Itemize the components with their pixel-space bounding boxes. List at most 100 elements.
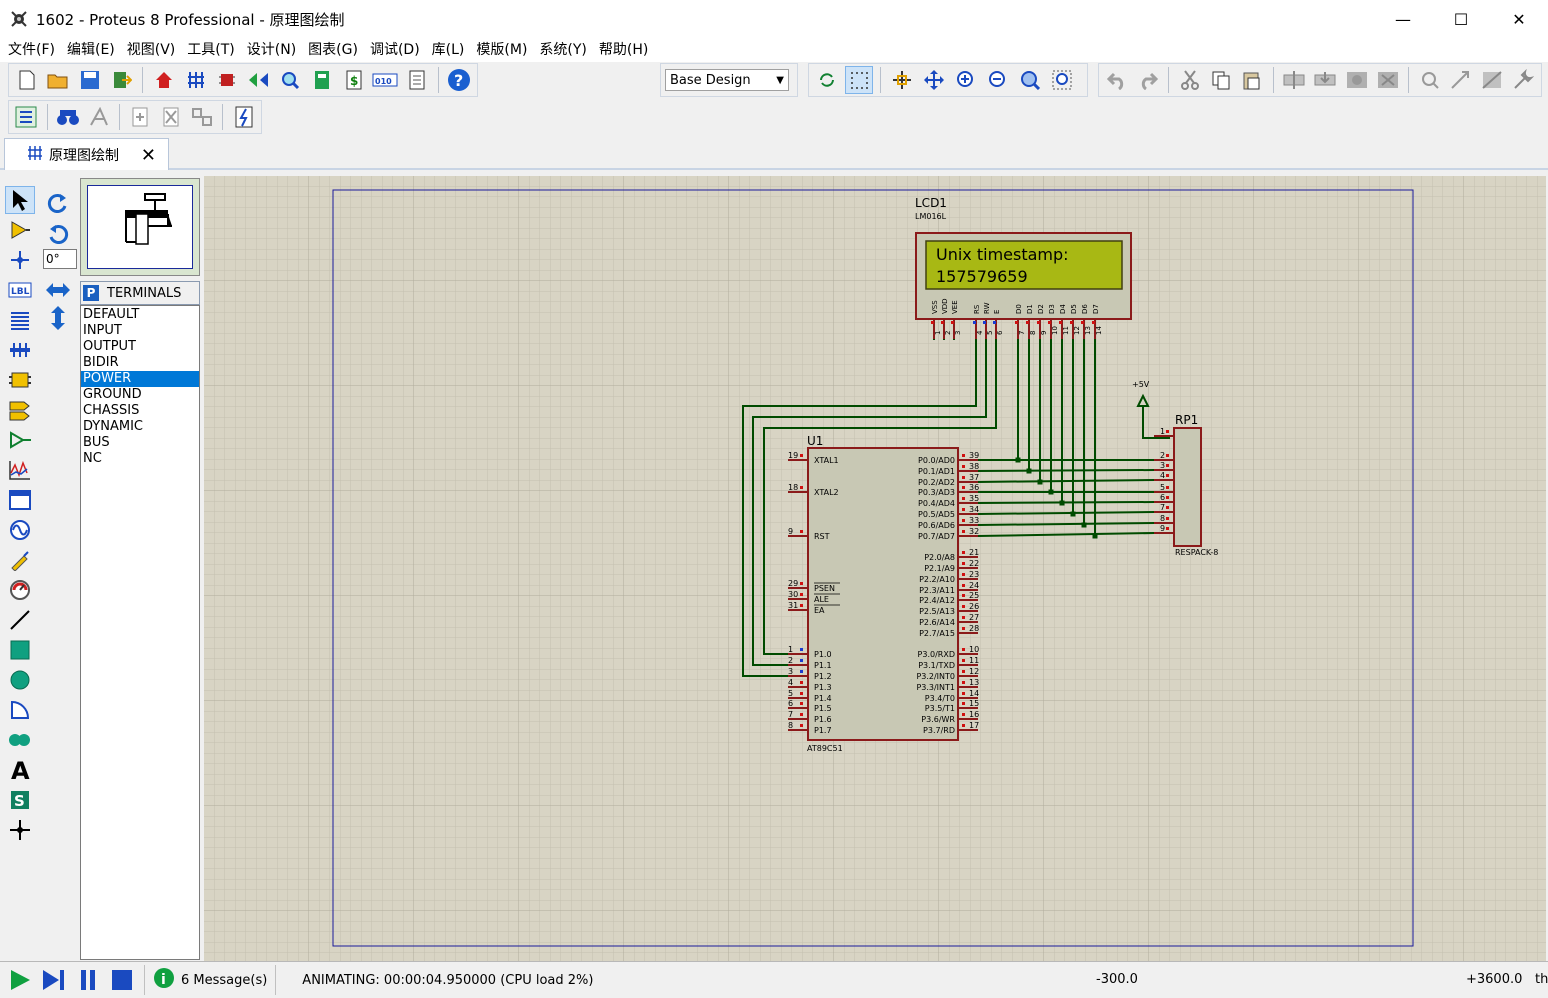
make-device-icon[interactable] [1447, 66, 1474, 94]
2d-text-mode-icon[interactable]: A [5, 756, 35, 784]
power-terminal[interactable]: +5V [1132, 380, 1170, 439]
device-pins-mode-icon[interactable] [5, 426, 35, 454]
list-item[interactable]: CHASSIS [83, 403, 140, 418]
2d-symbol-mode-icon[interactable]: S [5, 786, 35, 814]
property-assignment-icon[interactable] [85, 103, 112, 131]
rotate-clockwise-icon[interactable] [42, 188, 74, 216]
block-delete-icon[interactable] [1374, 66, 1401, 94]
open-folder-icon[interactable] [45, 66, 73, 94]
pause-icon[interactable] [74, 967, 102, 993]
new-sheet-icon[interactable] [127, 103, 154, 131]
menu-graph[interactable]: 图表(G) [308, 42, 358, 58]
menu-help[interactable]: 帮助(H) [598, 42, 649, 58]
component-mode-icon[interactable] [5, 216, 35, 244]
remove-sheet-icon[interactable] [158, 103, 185, 131]
graph-mode-icon[interactable] [5, 456, 35, 484]
paste-icon[interactable] [1239, 66, 1266, 94]
stop-icon[interactable] [108, 967, 136, 993]
block-rotate-icon[interactable] [1343, 66, 1370, 94]
packaging-tool-icon[interactable] [1479, 66, 1506, 94]
selection-mode-icon[interactable] [4, 186, 35, 214]
list-item[interactable]: OUTPUT [83, 339, 136, 354]
help-icon[interactable]: ? [445, 66, 473, 94]
junction-dot-mode-icon[interactable] [5, 246, 35, 274]
2d-circle-mode-icon[interactable] [5, 666, 35, 694]
electrical-rule-check-icon[interactable] [230, 103, 257, 131]
list-item[interactable]: INPUT [83, 323, 122, 338]
copy-icon[interactable] [1207, 66, 1234, 94]
list-item[interactable]: BIDIR [83, 355, 119, 370]
mirror-vertical-icon[interactable] [42, 304, 74, 332]
pan-icon[interactable] [920, 66, 948, 94]
save-icon[interactable] [76, 66, 104, 94]
decompose-icon[interactable] [1510, 66, 1537, 94]
cut-icon[interactable] [1176, 66, 1203, 94]
2d-box-mode-icon[interactable] [5, 636, 35, 664]
home-icon[interactable] [150, 66, 178, 94]
origin-icon[interactable] [888, 66, 916, 94]
menu-file[interactable]: 文件(F) [8, 42, 55, 58]
tape-recorder-mode-icon[interactable] [5, 486, 35, 514]
2d-line-mode-icon[interactable] [5, 606, 35, 634]
list-item[interactable]: GROUND [83, 387, 142, 402]
menu-tools[interactable]: 工具(T) [187, 42, 235, 58]
exit-to-parent-icon[interactable] [189, 103, 216, 131]
tab-schematic-capture[interactable]: 原理图绘制 ✕ [4, 138, 169, 170]
design-explorer-tab-icon[interactable] [13, 103, 40, 131]
block-move-icon[interactable] [1312, 66, 1339, 94]
design-select[interactable]: Base Design ▼ [665, 69, 789, 91]
overview-window[interactable] [80, 178, 200, 276]
menu-system[interactable]: 系统(Y) [539, 42, 587, 58]
3d-viewer-icon[interactable] [245, 66, 273, 94]
pick-parts-icon[interactable] [1416, 66, 1443, 94]
2d-path-mode-icon[interactable] [5, 726, 35, 754]
zoom-in-icon[interactable] [952, 66, 980, 94]
subcircuit-mode-icon[interactable] [5, 366, 35, 394]
virtual-instruments-mode-icon[interactable] [5, 576, 35, 604]
schematic-capture-icon[interactable] [182, 66, 210, 94]
rotation-angle-field[interactable]: 0° [43, 249, 77, 269]
menu-debug[interactable]: 调试(D) [369, 42, 420, 58]
messages-indicator[interactable]: i 6 Message(s) [153, 967, 267, 993]
minimize-button[interactable]: — [1395, 9, 1411, 29]
schematic-canvas[interactable]: LCD1 LM016L Unix timestamp: 157579659 VS… [204, 176, 1546, 961]
project-notes-icon[interactable] [403, 66, 431, 94]
list-item[interactable]: DEFAULT [83, 307, 140, 322]
list-item[interactable]: BUS [83, 435, 110, 450]
zoom-out-icon[interactable] [984, 66, 1012, 94]
menu-design[interactable]: 设计(N) [246, 42, 297, 58]
mirror-horizontal-icon[interactable] [42, 276, 74, 304]
pick-devices-button[interactable]: P [83, 285, 99, 301]
bus-mode-icon[interactable] [5, 336, 35, 364]
2d-arc-mode-icon[interactable] [5, 696, 35, 724]
pcb-layout-icon[interactable] [213, 66, 241, 94]
block-copy-icon[interactable] [1281, 66, 1308, 94]
undo-icon[interactable] [1103, 66, 1130, 94]
search-binoculars-icon[interactable] [55, 103, 82, 131]
zoom-all-icon[interactable] [1016, 66, 1044, 94]
terminals-mode-icon[interactable] [5, 396, 35, 424]
design-explorer-icon[interactable] [308, 66, 336, 94]
gerber-viewer-icon[interactable] [277, 66, 305, 94]
tab-close-icon[interactable]: ✕ [140, 145, 156, 166]
refresh-icon[interactable] [813, 66, 841, 94]
wire-label-mode-icon[interactable]: LBL [5, 276, 35, 304]
lcd-component[interactable]: LCD1 LM016L Unix timestamp: 157579659 VS… [915, 196, 1132, 339]
menu-view[interactable]: 视图(V) [126, 42, 176, 58]
maximize-button[interactable]: ☐ [1453, 9, 1469, 29]
menu-library[interactable]: 库(L) [431, 42, 465, 58]
bill-of-materials-icon[interactable]: $ [340, 66, 368, 94]
source-code-icon[interactable]: 010 [371, 66, 399, 94]
play-icon[interactable] [6, 967, 34, 993]
close-project-icon[interactable] [108, 66, 136, 94]
list-item[interactable]: DYNAMIC [83, 419, 143, 434]
menu-edit[interactable]: 编辑(E) [66, 42, 115, 58]
generator-mode-icon[interactable] [5, 516, 35, 544]
proteus-app-icon[interactable] [10, 10, 28, 28]
toggle-grid-icon[interactable] [845, 66, 873, 94]
list-item[interactable]: NC [83, 451, 102, 466]
rotate-anticlockwise-icon[interactable] [42, 219, 74, 247]
zoom-area-icon[interactable] [1048, 66, 1076, 94]
2d-markers-mode-icon[interactable] [5, 816, 35, 844]
